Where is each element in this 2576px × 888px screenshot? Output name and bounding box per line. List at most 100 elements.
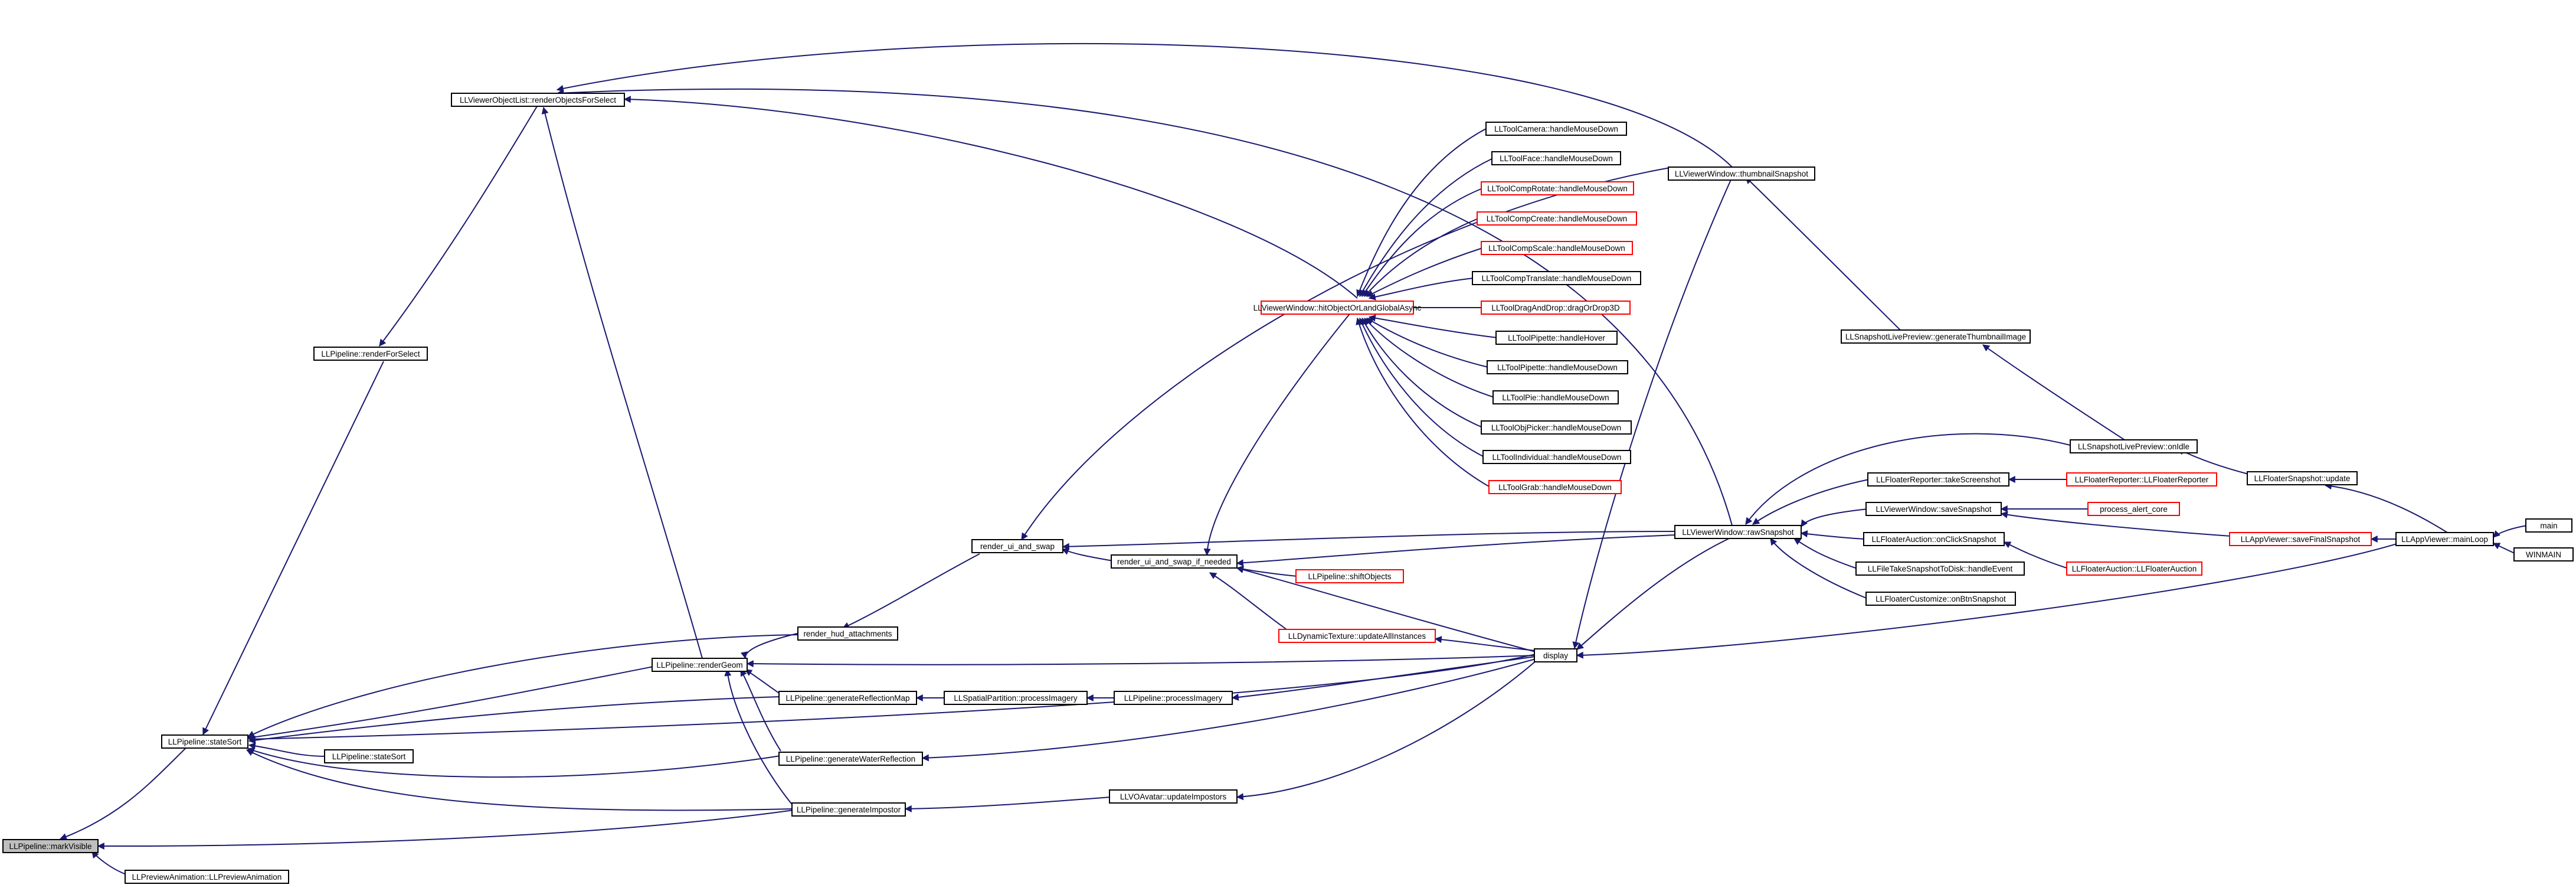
node-box xyxy=(161,734,248,749)
edge-uiAndSwapIfNeeded-from-rawSnapshot xyxy=(1236,534,1677,567)
node-lltoolcompscale-handlemousedown[interactable]: LLToolCompScale::handleMouseDown xyxy=(1481,241,1633,255)
edge-uiAndSwapIfNeeded-from-display xyxy=(1236,566,1536,652)
node-lltooldraganddrop-dragordrop3d[interactable]: LLToolDragAndDrop::dragOrDrop3D xyxy=(1481,301,1631,315)
node-lltoolobjpicker-handlemousedown[interactable]: LLToolObjPicker::handleMouseDown xyxy=(1481,420,1632,435)
node-lltoolpipette-handlehover[interactable]: LLToolPipette::handleHover xyxy=(1495,331,1618,345)
node-lltoolface-handlemousedown[interactable]: LLToolFace::handleMouseDown xyxy=(1491,151,1621,165)
node-llfloatercustomize-onbtnsnapshot[interactable]: LLFloaterCustomize::onBtnSnapshot xyxy=(1865,592,2016,606)
node-llvoavatar-updateimpostors[interactable]: LLVOAvatar::updateImpostors xyxy=(1109,789,1238,804)
node-label: display xyxy=(1543,651,1568,660)
node-box xyxy=(1278,629,1436,643)
node-label: LLFloaterAuction::onClickSnapshot xyxy=(1872,535,1996,544)
node-label: LLPreviewAnimation::LLPreviewAnimation xyxy=(132,873,282,882)
node-lltoolcamera-handlemousedown[interactable]: LLToolCamera::handleMouseDown xyxy=(1485,122,1627,136)
node-llfloaterreporter-llfloaterreporter[interactable]: LLFloaterReporter::LLFloaterReporter xyxy=(2066,472,2217,487)
edge-hitObjectAsync-from-pipetteHover xyxy=(1368,314,1498,338)
node-label: LLToolCompTranslate::handleMouseDown xyxy=(1482,274,1632,283)
node-llfloaterauction-llfloaterauction[interactable]: LLFloaterAuction::LLFloaterAuction xyxy=(2066,561,2202,576)
node-label: LLFloaterReporter::takeScreenshot xyxy=(1876,475,2001,484)
node-llpipeline-statesort[interactable]: LLPipeline::stateSort xyxy=(161,734,248,749)
edge-renderGeom-from-reflectionMap xyxy=(744,669,781,695)
node-llpipeline-processimagery[interactable]: LLPipeline::processImagery xyxy=(1114,691,1233,705)
edge-hitObjectAsync-from-toolFace xyxy=(1359,158,1494,298)
node-box xyxy=(1674,525,1802,539)
edge-hitObjectAsync-from-compRotate xyxy=(1361,188,1483,297)
node-llfloaterreporter-takescreenshot[interactable]: LLFloaterReporter::takeScreenshot xyxy=(1867,472,2009,487)
node-lltoolgrab-handlemousedown[interactable]: LLToolGrab::handleMouseDown xyxy=(1488,480,1622,494)
node-llviewerwindow-rawsnapshot[interactable]: LLViewerWindow::rawSnapshot xyxy=(1674,525,1802,539)
node-lltoolcompcreate-handlemousedown[interactable]: LLToolCompCreate::handleMouseDown xyxy=(1477,211,1637,226)
node-box xyxy=(1114,691,1233,705)
node-box xyxy=(1481,301,1631,315)
node-llpipeline-generateimpostor[interactable]: LLPipeline::generateImpostor xyxy=(791,802,906,817)
node-label: LLPipeline::generateReflectionMap xyxy=(785,694,909,703)
node-lltoolpie-handlemousedown[interactable]: LLToolPie::handleMouseDown xyxy=(1492,390,1619,404)
node-llfloatersnapshot-update[interactable]: LLFloaterSnapshot::update xyxy=(2247,471,2358,485)
node-display[interactable]: display xyxy=(1534,648,1577,662)
edge-objectList-from-renderGeom xyxy=(541,106,703,659)
node-label: LLToolPipette::handleHover xyxy=(1508,334,1605,342)
node-llpipeline-statesort[interactable]: LLPipeline::stateSort xyxy=(324,749,414,763)
node-box xyxy=(1841,329,2031,344)
node-llpreviewanimation-llpreviewanimation[interactable]: LLPreviewAnimation::LLPreviewAnimation xyxy=(125,870,289,884)
node-llspatialpartition-processimagery[interactable]: LLSpatialPartition::processImagery xyxy=(944,691,1088,705)
node-llpipeline-renderforselect[interactable]: LLPipeline::renderForSelect xyxy=(313,347,428,361)
node-lltoolpipette-handlemousedown[interactable]: LLToolPipette::handleMouseDown xyxy=(1487,360,1628,374)
edge-display-from-mainLoop xyxy=(1576,543,2400,659)
node-winmain[interactable]: WINMAIN xyxy=(2513,547,2574,561)
node-lldynamictexture-updateallinstances[interactable]: LLDynamicTexture::updateAllInstances xyxy=(1278,629,1436,643)
edge-display-from-thumbnailSnapshot xyxy=(1572,177,1733,649)
node-box xyxy=(1487,360,1628,374)
edge-hitObjectAsync-from-pipetteMouseDown xyxy=(1366,318,1489,368)
edge-stateSort-from-hudAttachments xyxy=(247,634,800,737)
node-label: LLViewerWindow::thumbnailSnapshot xyxy=(1675,169,1808,178)
node-llsnapshotlivepreview-generatethumbnailimage[interactable]: LLSnapshotLivePreview::generateThumbnail… xyxy=(1841,329,2031,344)
node-label: LLPipeline::renderForSelect xyxy=(321,350,420,358)
edge-processImagery-from-display xyxy=(1231,656,1536,701)
node-lltoolcomptranslate-handlemousedown[interactable]: LLToolCompTranslate::handleMouseDown xyxy=(1472,271,1641,285)
node-box xyxy=(1855,561,2025,576)
node-render-ui-and-swap-if-needed[interactable]: render_ui_and_swap_if_needed xyxy=(1111,554,1238,569)
node-llpipeline-generatewaterreflection[interactable]: LLPipeline::generateWaterReflection xyxy=(778,752,923,766)
node-llviewerwindow-hitobjectorlandglobalasync[interactable]: LLViewerWindow::hitObjectOrLandGlobalAsy… xyxy=(1253,301,1422,315)
node-llappviewer-mainloop[interactable]: LLAppViewer::mainLoop xyxy=(2395,532,2494,546)
node-render-hud-attachments[interactable]: render_hud_attachments xyxy=(797,626,898,641)
node-box xyxy=(1481,181,1634,195)
node-box xyxy=(451,93,625,107)
node-llfiletakesnapshottodisk-handleevent[interactable]: LLFileTakeSnapshotToDisk::handleEvent xyxy=(1855,561,2025,576)
node-lltoolcomprotate-handlemousedown[interactable]: LLToolCompRotate::handleMouseDown xyxy=(1481,181,1634,195)
edge-rawSnapshot-from-saveSnapshot xyxy=(1801,508,1868,527)
node-lltoolindividual-handlemousedown[interactable]: LLToolIndividual::handleMouseDown xyxy=(1482,450,1631,464)
node-box xyxy=(1495,331,1618,345)
node-main[interactable]: main xyxy=(2525,518,2572,533)
node-llsnapshotlivepreview-onidle[interactable]: LLSnapshotLivePreview::onIdle xyxy=(2070,439,2198,453)
node-box xyxy=(778,691,917,705)
node-box xyxy=(313,347,428,361)
node-box xyxy=(2,839,99,853)
node-llfloaterauction-onclicksnapshot[interactable]: LLFloaterAuction::onClickSnapshot xyxy=(1863,532,2005,546)
node-llviewerwindow-savesnapshot[interactable]: LLViewerWindow::saveSnapshot xyxy=(1865,502,2002,516)
node-label: LLAppViewer::saveFinalSnapshot xyxy=(2241,535,2361,544)
edge-floaterSnapshotUpdate-from-mainLoop xyxy=(2324,482,2448,533)
edge-generateThumbnail-from-onIdle xyxy=(1982,344,2125,440)
node-box xyxy=(1867,472,2009,487)
node-process-alert-core[interactable]: process_alert_core xyxy=(2087,502,2180,516)
node-llpipeline-generatereflectionmap[interactable]: LLPipeline::generateReflectionMap xyxy=(778,691,917,705)
node-llappviewer-savefinalsnapshot[interactable]: LLAppViewer::saveFinalSnapshot xyxy=(2229,532,2372,546)
edge-rawSnapshot-from-onClickSnapshot xyxy=(1800,530,1865,540)
edge-hitObjectAsync-from-toolCamera xyxy=(1356,128,1488,298)
node-label: LLDynamicTexture::updateAllInstances xyxy=(1288,632,1426,641)
node-box xyxy=(1492,390,1619,404)
node-box xyxy=(1668,166,1815,181)
node-llpipeline-shiftobjects[interactable]: LLPipeline::shiftObjects xyxy=(1295,569,1404,583)
node-llviewerwindow-thumbnailsnapshot[interactable]: LLViewerWindow::thumbnailSnapshot xyxy=(1668,166,1815,181)
node-label: LLToolGrab::handleMouseDown xyxy=(1498,483,1612,492)
node-box xyxy=(1109,789,1238,804)
node-llpipeline-rendergeom[interactable]: LLPipeline::renderGeom xyxy=(652,658,748,672)
edge-hitObjectAsync-from-toolIndividual xyxy=(1359,317,1485,458)
node-llpipeline-markvisible[interactable]: LLPipeline::markVisible xyxy=(2,839,99,853)
node-render-ui-and-swap[interactable]: render_ui_and_swap xyxy=(971,539,1063,553)
node-llviewerobjectlist-renderobjectsforselect[interactable]: LLViewerObjectList::renderObjectsForSele… xyxy=(451,93,625,107)
node-label: LLToolPipette::handleMouseDown xyxy=(1497,363,1618,372)
node-label: LLPipeline::stateSort xyxy=(168,737,242,746)
